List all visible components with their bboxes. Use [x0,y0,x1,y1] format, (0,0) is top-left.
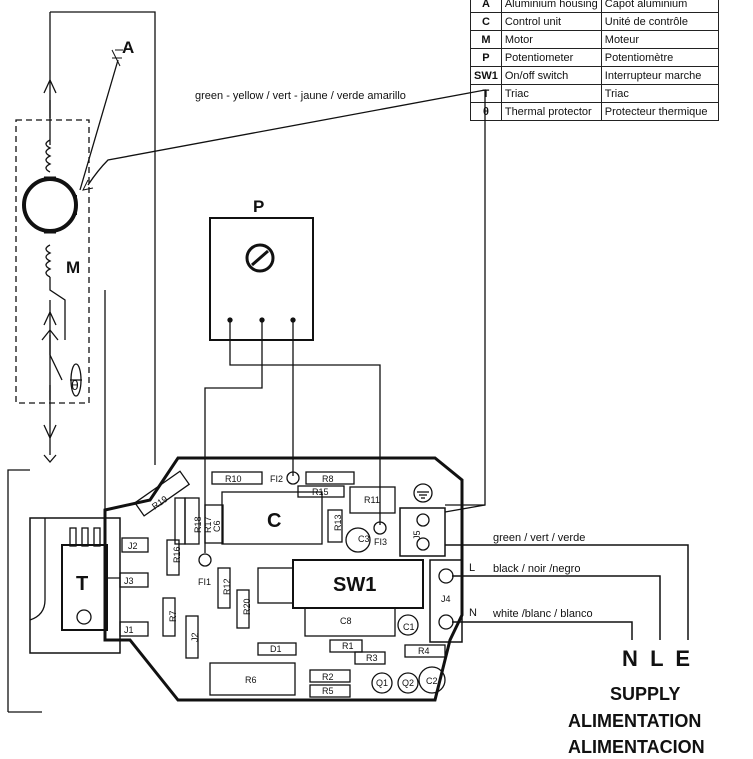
component-label: J3 [124,576,134,586]
component-label: Q2 [402,678,414,688]
component-label: Thermal protector [500,102,602,121]
housing-label: A [122,38,134,57]
coil-icon [45,139,52,173]
supply-wires [445,544,689,640]
control-unit-label: C [267,510,281,532]
component-label: R13 [333,514,343,531]
component-label: Q1 [376,678,388,688]
component-label: R18 [193,516,203,533]
motor-housing-outline [15,119,90,404]
component-label: R15 [312,487,329,497]
component-label: FI1 [198,577,211,587]
potentiometer [204,217,381,553]
component-label: C3 [358,534,370,544]
capacitor-icon [418,666,446,694]
thermal-switch-icon [49,335,63,400]
test-point-icon [198,553,212,567]
supply-terminal-letters: N L E [622,646,690,671]
component-label: R8 [322,474,334,484]
component-label: C6 [212,520,222,532]
component-label: Unité de contrôle [600,12,719,31]
switch-label: SW1 [333,574,376,596]
component-label: C2 [426,676,438,686]
component-label: J1 [124,625,134,635]
component-label: R6 [245,675,257,685]
component-label: J2 [190,632,200,642]
test-point-icon [373,521,387,535]
supply-label-fr: ALIMENTATION [568,711,701,731]
motor-icon [22,177,78,233]
ground-wire-label: green - yellow / vert - jaune / verde am… [195,90,406,102]
terminal-n-label: N [469,607,477,619]
supply-label-es: ALIMENTACION [568,737,705,757]
test-point-icon [286,471,300,485]
component-label: J5 [412,530,422,540]
component-label: R2 [322,672,334,682]
component-label: R20 [242,598,252,615]
transistor-icon [397,672,419,694]
thermal-label: θ [71,377,79,393]
component-label: R17 [203,516,213,533]
supply-label-en: SUPPLY [610,684,680,704]
triac-icon [61,544,108,631]
component-label: R5 [322,686,334,696]
component-label: J4 [441,594,451,604]
neutral-wire-label: white /blanc / blanco [492,608,593,620]
terminal-l-label: L [469,562,475,574]
motor-label: M [66,258,80,277]
component-label: R16 [172,546,182,563]
component-label: Protecteur thermique [600,102,719,121]
potentiometer-knob-icon [245,243,275,273]
coil-icon [45,244,52,278]
component-label: C8 [340,616,352,626]
transistor-icon [371,672,393,694]
triac-label: T [76,573,88,595]
component-label: R7 [168,610,178,622]
component-label: R12 [222,578,232,595]
component-label: FI2 [270,474,283,484]
component-label: C1 [403,622,415,632]
component-label: D1 [270,644,282,654]
component-label: FI3 [374,537,387,547]
control-board [29,456,486,702]
ground-icon [413,483,433,503]
component-label: R3 [366,653,378,663]
potentiometer-label: P [253,197,264,216]
component-label: Potentiometer [500,48,602,67]
component-label: R11 [364,495,380,505]
component-label: J2 [128,541,138,551]
capacitor-icon [397,614,419,636]
earth-wire-label: green / vert / verde [493,532,585,544]
ground-hatch-icon [111,49,123,67]
live-wire-label: black / noir /negro [493,563,580,575]
capacitor-icon [345,527,371,553]
component-label: R1 [342,641,354,651]
component-label: R10 [225,474,242,484]
component-label: R4 [418,646,430,656]
